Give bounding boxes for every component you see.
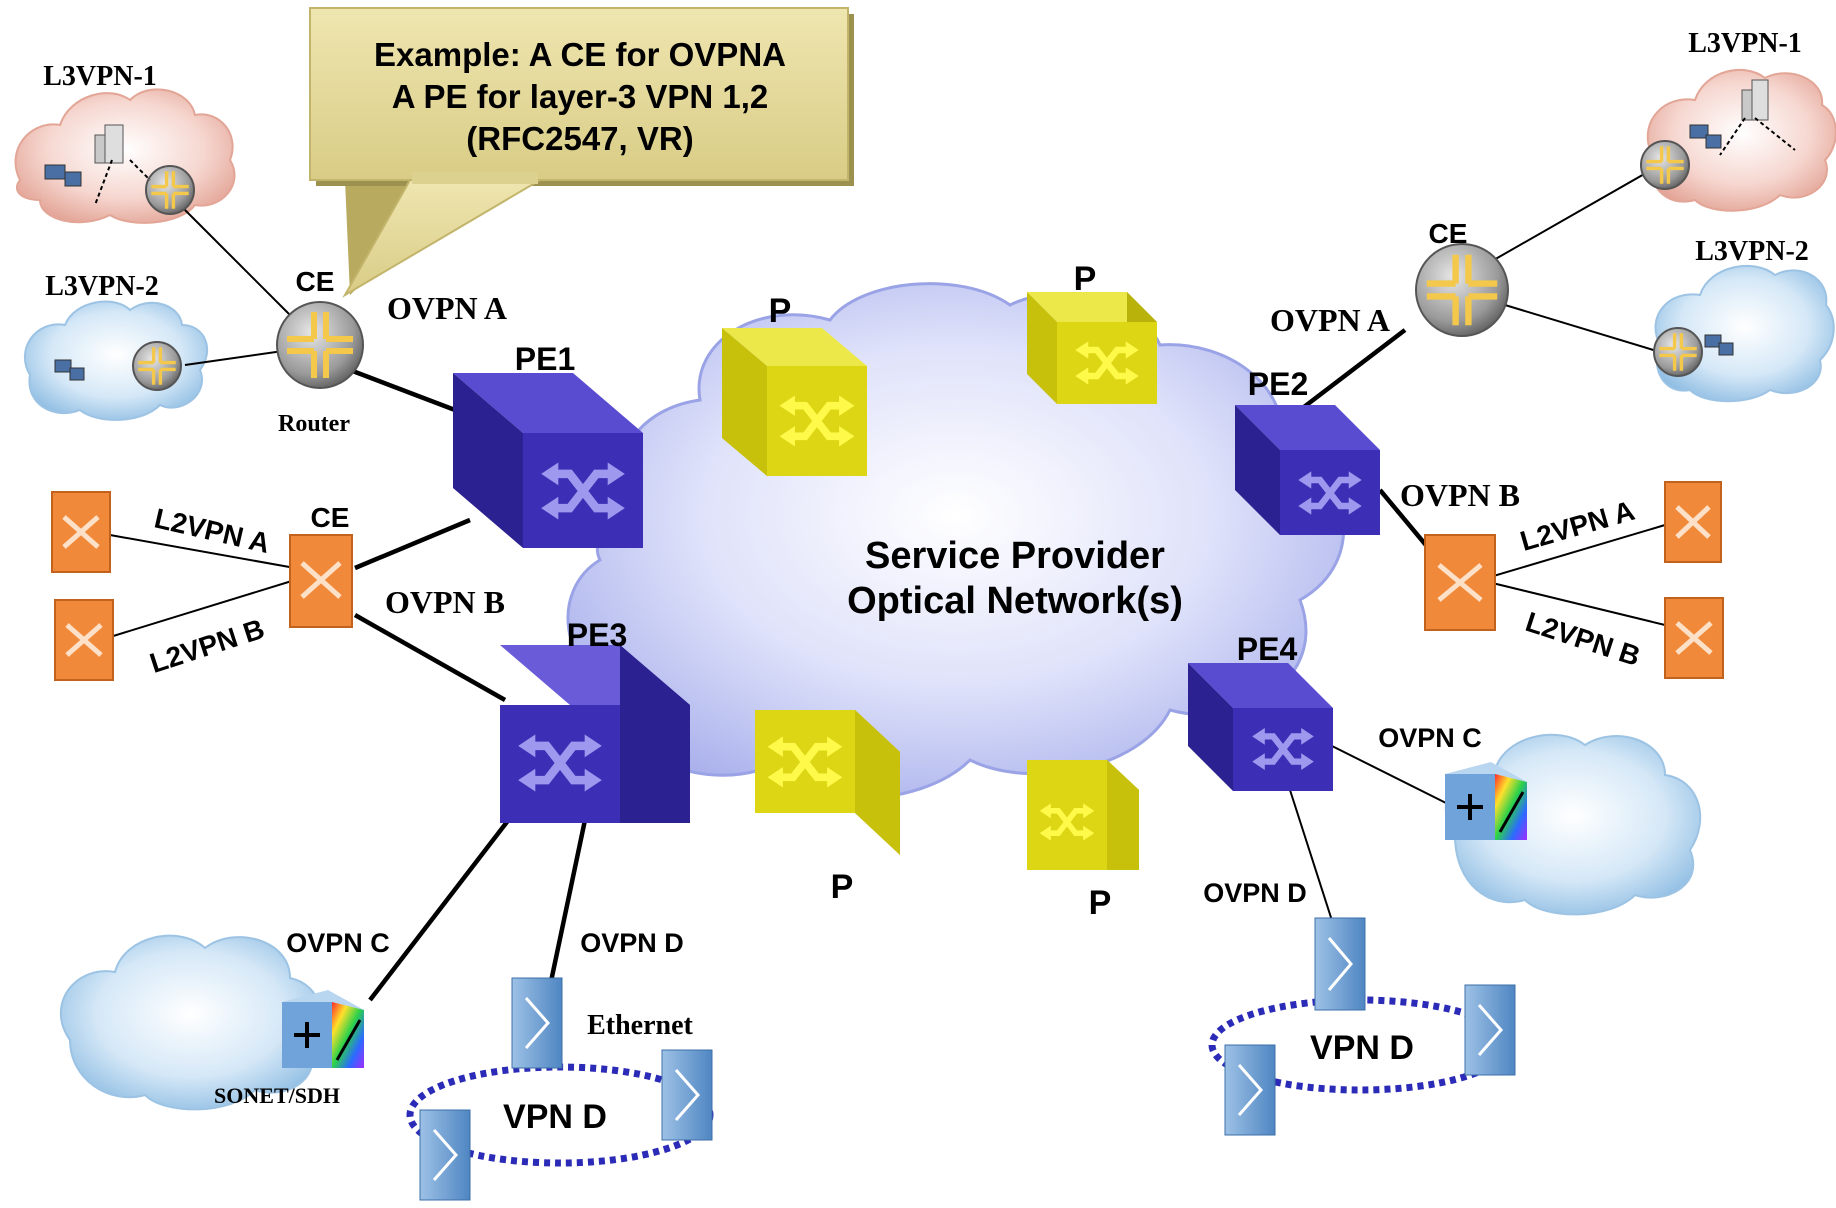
p-label-top-right: P [1074,260,1097,298]
p-node-top-left [722,328,867,476]
right-ovpn-b-label: OVPN B [1400,477,1520,513]
pe4-node [1188,663,1333,791]
left-ethernet-label: Ethernet [587,1010,693,1041]
pe4-label: PE4 [1237,631,1298,667]
left-l2vpn-b-switch [54,599,114,681]
right-ovpn-d-label: OVPN D [1203,878,1307,908]
left-l3vpn1-label: L3VPN-1 [43,61,157,92]
left-ovpn-d-label: OVPN D [580,928,684,958]
right-sonet-cube [1445,762,1527,840]
left-l3vpn2-label: L3VPN-2 [45,271,159,302]
core-label-line1: Service Provider [865,535,1165,577]
right-ovpn-a-label: OVPN A [1270,302,1390,338]
left-l3vpn2-router [132,341,182,391]
right-l3vpn2-label: L3VPN-2 [1695,236,1809,267]
left-l2vpn-a-switch [51,491,111,573]
right-l2vpn-a-switch [1664,481,1722,563]
left-vpn-d-label: VPN D [503,1098,607,1136]
right-ethernet-switch-left [1224,1044,1276,1136]
pe2-node [1235,405,1380,535]
p-node-bottom-left [755,710,900,855]
left-ce-router-label: CE [296,266,335,297]
left-router-label: Router [278,411,350,437]
left-ovpn-a-label: OVPN A [387,290,507,326]
left-ovpn-b-label: OVPN B [385,584,505,620]
left-l2vpn-a-label: L2VPN A [152,502,273,559]
right-ethernet-switch-top [1314,917,1366,1011]
left-ce-l2-label: CE [311,502,350,533]
right-l3vpn2-hosts-icon [1704,334,1734,356]
p-label-top-left: P [769,292,792,330]
right-l3vpn1-hosts-icon [1689,79,1796,156]
left-ce-l2-switch [289,534,353,628]
left-l3vpn2-hosts-icon [54,359,85,381]
pe3-label: PE3 [567,617,627,653]
right-ethernet-switch-right [1464,984,1516,1076]
pe1-label: PE1 [515,341,575,377]
right-ce-l2-switch [1424,534,1496,631]
callout-line1: Example: A CE for OVPNA [374,36,786,73]
left-l3vpn1-cloud [14,88,236,224]
right-l3vpn1-router [1640,140,1690,190]
right-ce-router [1415,243,1509,337]
left-ce-router [276,301,364,389]
p-node-bottom-right [1027,760,1139,870]
callout-line2: A PE for layer-3 VPN 1,2 [392,78,769,115]
right-l2vpn-b-switch [1664,597,1724,679]
left-sonet-cube [282,990,364,1068]
left-ethernet-switch-top [511,977,563,1069]
right-l3vpn2-cloud [1654,264,1835,403]
right-l3vpn2-router [1653,327,1703,377]
callout-box [309,7,854,298]
right-ovpn-c-label: OVPN C [1378,723,1482,753]
links [109,164,1666,1011]
left-l3vpn1-hosts-icon [44,124,151,206]
p-node-top-right [1027,292,1157,404]
right-ce-router-label: CE [1429,218,1468,249]
left-ethernet-switch-bottom [419,1109,471,1201]
core-label-line2: Optical Network(s) [847,580,1183,622]
left-l2vpn-b-label: L2VPN B [146,613,268,679]
right-l2vpn-a-label: L2VPN A [1517,495,1638,557]
pe1-node [453,373,643,548]
left-ovpn-c-label: OVPN C [286,928,390,958]
right-vpn-d-label: VPN D [1310,1029,1414,1067]
pe2-label: PE2 [1248,366,1308,402]
p-label-bottom-right: P [1089,884,1112,922]
left-l3vpn1-router [145,165,195,215]
left-sonet-label: SONET/SDH [214,1083,340,1108]
left-ethernet-switch-right [661,1049,713,1141]
p-label-bottom-left: P [831,868,854,906]
right-l3vpn1-label: L3VPN-1 [1688,28,1802,59]
callout-line3: (RFC2547, VR) [466,120,693,157]
pe3-node [500,645,690,823]
